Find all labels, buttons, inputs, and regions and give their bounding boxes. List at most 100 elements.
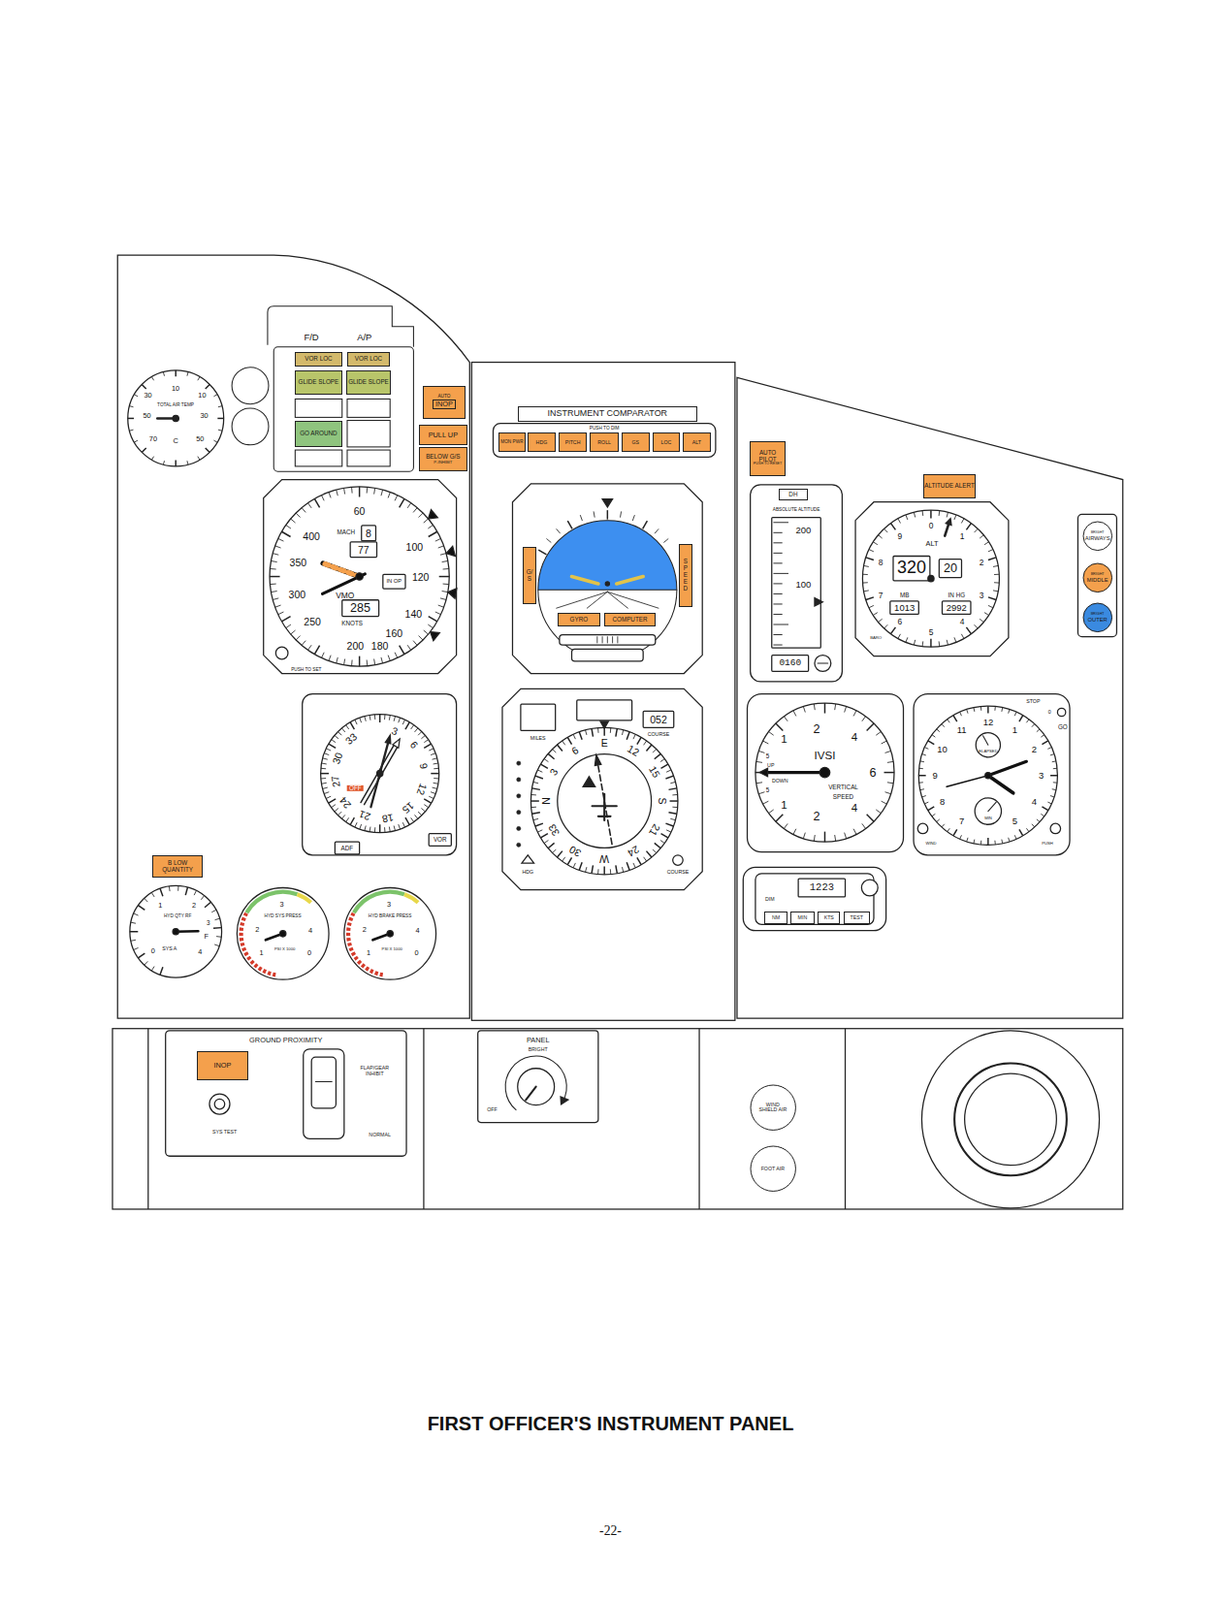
gauge-title: HYD BRAKE PRESS [368,914,413,920]
horizontal-situation-indicator [521,855,535,864]
dial-number: 12 [983,718,995,728]
dial-tick [824,703,826,714]
airspeed-indicator [428,510,439,519]
unit-label: F [203,933,209,941]
warning-flag: OFF [347,785,364,792]
ground-proximity-panel [311,1057,336,1109]
radio-magnetic-indicator [364,744,400,805]
dial-tick [654,753,661,759]
dial-tick [919,768,924,770]
box-label: GO AROUND [299,430,338,438]
dial-tick [334,807,339,811]
dial-tick [359,824,362,830]
dial-tick [884,528,889,533]
dial-tick [439,576,450,578]
dial-tick [321,768,326,770]
dial-tick [931,813,935,816]
dial-number: 1 [366,950,371,958]
box-label: BRIGHT [1091,612,1105,617]
drum-digit: 20 [943,562,958,576]
dial-tick [530,800,539,802]
box-label: INSTRUMENT COMPARATOR [547,409,668,418]
attitude-director-indicator [616,637,618,643]
attitude-director-indicator [602,637,604,643]
dial-tick [438,605,445,608]
dial-tick [144,961,149,965]
dial-tick [652,748,657,753]
panel-outline [844,1028,846,1210]
radio-altimeter [773,542,782,544]
box-label: BRIGHT [1091,531,1105,536]
attitude-director-indicator [559,635,656,646]
dial-tick [334,735,339,739]
dial-tick [936,729,940,733]
dial-number: 3 [386,900,391,908]
dial-tick [885,750,892,753]
unit-label: IN HG [948,592,966,599]
dial-tick [881,801,888,804]
dial-number: 350 [289,557,308,569]
dial-tick [1026,719,1029,723]
knob-label: BARO [869,636,882,641]
dial-number: 4 [960,617,965,626]
dial-tick [428,796,434,799]
dial-tick [216,935,222,938]
box-label: PULL UP [428,431,458,440]
dial-tick [567,737,572,744]
warning-light: PULL UP [418,424,469,446]
dial-tick [438,546,445,548]
dial-tick [974,624,979,629]
knob-label: COURSE [667,869,689,875]
dial-tick [1052,760,1057,763]
air-knob: FOOT AIR [749,1145,797,1192]
dial-tick [1014,835,1017,839]
digital-readout: 285 [350,602,371,615]
dial-tick [443,583,450,586]
unit-label: KNOTS [341,620,363,627]
dial-number: 300 [289,588,307,600]
unit-label: MACH [337,529,356,536]
dial-tick [793,710,797,717]
air-outlet [964,1073,1058,1166]
warning-flag: IN OP [385,578,402,585]
dial-tick [619,511,621,517]
radio-magnetic-indicator [321,714,440,834]
compass-number: 9 [418,762,430,771]
dial-number: 4 [1031,798,1037,807]
box-label: KTS [824,915,835,922]
dial-tick [393,716,395,722]
dial-tick [415,728,418,733]
dial-tick [366,660,369,667]
dial-tick [994,840,996,845]
dial-number: 0 [414,950,418,958]
dial-tick [783,823,788,829]
dial-tick [924,802,929,804]
dial-tick [961,634,964,640]
dial-tick [388,715,391,721]
dial-tick [666,830,672,833]
dial-tick [803,833,805,839]
dial-number: 0 [307,950,312,958]
attitude-director-indicator [538,520,677,591]
dial-tick [987,837,989,845]
airspeed-indicator [322,563,360,578]
box-label: COMPUTER [611,616,647,624]
dial-tick [1041,806,1048,811]
dial-tick [151,377,154,382]
dial-tick [275,605,282,608]
dial-tick [597,868,599,874]
dial-tick [440,598,447,601]
dial-tick [573,734,576,740]
dial-number: 1 [1012,725,1018,735]
dial-tick [922,754,927,756]
attitude-director-indicator [616,577,643,584]
box-label: GLIDE SLOPE [348,379,389,386]
dial-tick [864,589,869,592]
dial-tick [615,728,617,737]
annunciator-block [231,367,269,405]
dial-number: 120 [412,571,430,582]
dial-tick [1053,781,1058,783]
panel-outline [698,1028,700,1210]
dial-tick [758,750,765,753]
marker-light: BRIGHTOUTER [1082,602,1114,634]
